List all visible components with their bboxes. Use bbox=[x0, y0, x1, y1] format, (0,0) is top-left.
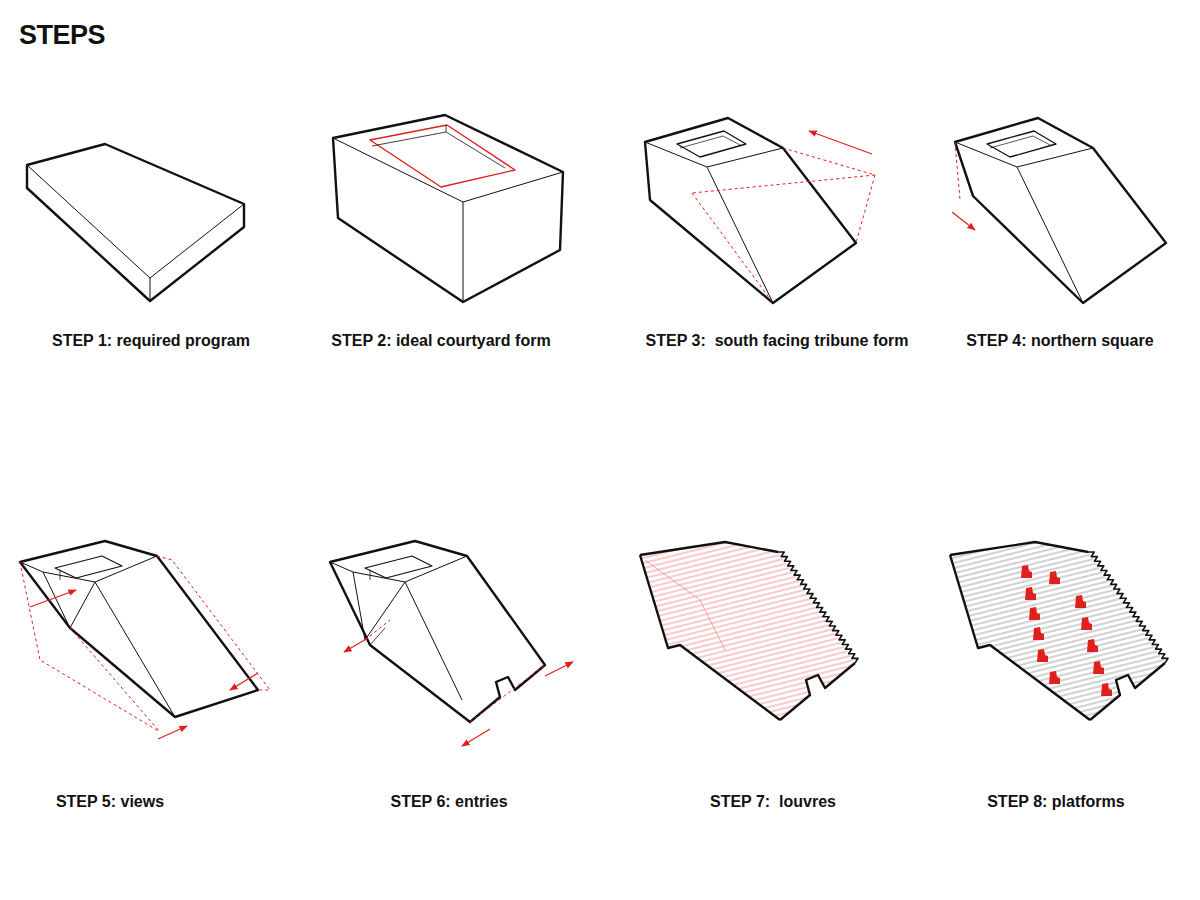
louvre-edge bbox=[778, 552, 858, 663]
program-box bbox=[27, 144, 244, 301]
tribune-form bbox=[645, 118, 875, 303]
platform-mark bbox=[1081, 617, 1092, 630]
louvre-edge bbox=[1088, 552, 1168, 663]
platform-mark bbox=[1029, 607, 1040, 620]
platform-mark bbox=[1093, 661, 1104, 674]
platform-mark bbox=[1075, 595, 1086, 608]
diagram-title: STEPS bbox=[19, 20, 105, 50]
step-caption: STEP 2: ideal courtyard form bbox=[331, 331, 550, 351]
platforms-form bbox=[950, 542, 1168, 720]
entries-form bbox=[330, 541, 573, 746]
step-caption: STEP 7: louvres bbox=[710, 792, 836, 812]
platform-mark bbox=[1049, 571, 1060, 584]
louvres-form bbox=[640, 542, 858, 720]
views-form bbox=[20, 541, 270, 739]
platform-mark bbox=[1101, 683, 1112, 696]
platform-mark bbox=[1021, 565, 1032, 578]
step-caption: STEP 4: northern square bbox=[966, 331, 1153, 351]
platform-mark bbox=[1025, 587, 1036, 600]
platform-mark bbox=[1033, 627, 1044, 640]
step-caption: STEP 5: views bbox=[56, 792, 164, 812]
platform-mark bbox=[1037, 649, 1048, 662]
step-caption: STEP 1: required program bbox=[52, 331, 250, 351]
platform-mark bbox=[1087, 639, 1098, 652]
platform-marks bbox=[1021, 565, 1112, 696]
step-caption: STEP 8: platforms bbox=[987, 792, 1125, 812]
courtyard-box bbox=[333, 115, 563, 302]
step-caption: STEP 3: south facing tribune form bbox=[646, 331, 909, 351]
northern-square-form bbox=[952, 118, 1166, 303]
platform-mark bbox=[1049, 671, 1060, 684]
step-caption: STEP 6: entries bbox=[391, 792, 508, 812]
